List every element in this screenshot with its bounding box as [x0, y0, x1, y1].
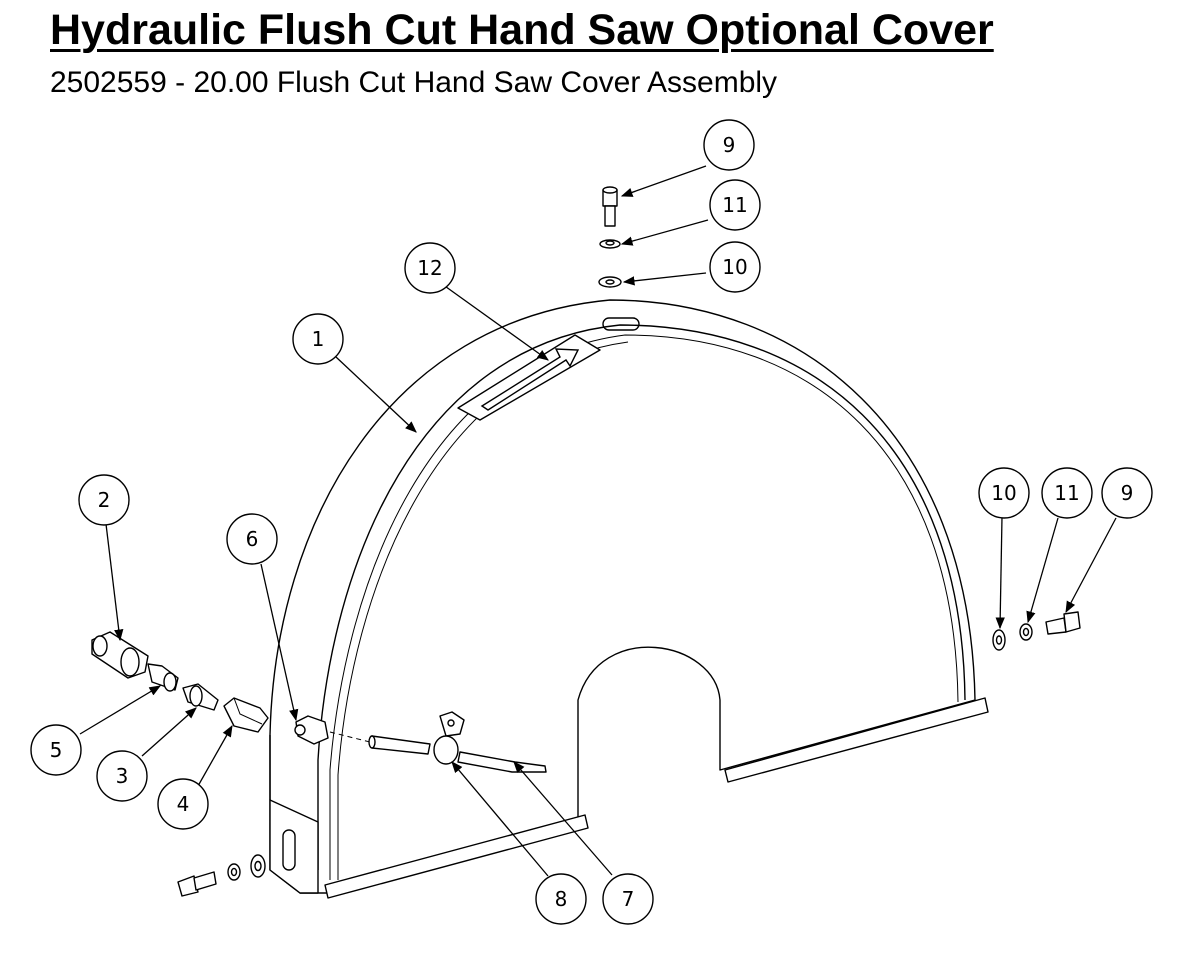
svg-text:6: 6: [246, 527, 259, 551]
callout-11-right: 11: [1041, 467, 1093, 519]
coupler-part-2: [91, 631, 149, 679]
assembly-path-line: [329, 731, 371, 743]
adapter-part-3: [182, 683, 219, 711]
washer-bottom-left: [250, 854, 266, 878]
bulkhead-fitting-part-6: [294, 715, 329, 745]
svg-text:12: 12: [417, 256, 442, 280]
svg-text:7: 7: [622, 887, 635, 911]
cap-screw-part-9-right: [1045, 611, 1081, 635]
callout-10-right: 10: [978, 467, 1030, 519]
callout-12: 12: [404, 242, 456, 294]
clamp-part-8: [433, 711, 465, 765]
callout-11-top: 11: [709, 179, 761, 231]
svg-text:1: 1: [312, 327, 325, 351]
washer-part-10-top: [598, 276, 622, 288]
callout-1: 1: [292, 313, 344, 365]
svg-text:3: 3: [116, 764, 129, 788]
svg-text:8: 8: [555, 887, 568, 911]
svg-text:5: 5: [50, 738, 63, 762]
lock-washer-bottom-left: [227, 863, 241, 881]
callout-9-right: 9: [1101, 467, 1153, 519]
svg-text:11: 11: [722, 193, 747, 217]
callout-7: 7: [602, 873, 654, 925]
page-title: Hydraulic Flush Cut Hand Saw Optional Co…: [50, 6, 994, 54]
assembly-subtitle: 2502559 - 20.00 Flush Cut Hand Saw Cover…: [50, 66, 778, 99]
callout-2: 2: [78, 474, 130, 526]
svg-text:10: 10: [991, 481, 1016, 505]
callout-10-top: 10: [709, 241, 761, 293]
callout-4: 4: [157, 778, 209, 830]
svg-text:10: 10: [722, 255, 747, 279]
hex-nut-part-4: [223, 697, 269, 733]
svg-text:11: 11: [1054, 481, 1079, 505]
lock-washer-part-11-right: [1019, 623, 1033, 641]
svg-text:4: 4: [177, 792, 190, 816]
svg-text:9: 9: [1121, 481, 1134, 505]
callout-6: 6: [226, 513, 278, 565]
washer-part-10-right: [992, 629, 1006, 651]
callout-3: 3: [96, 750, 148, 802]
svg-text:9: 9: [723, 133, 736, 157]
svg-text:2: 2: [98, 488, 111, 512]
callout-8: 8: [535, 873, 587, 925]
cap-screw-part-9-top: [602, 186, 618, 227]
cap-screw-bottom-left: [177, 871, 217, 897]
callout-9-top: 9: [703, 119, 755, 171]
saw-cover-part: [269, 299, 989, 899]
callout-5: 5: [30, 724, 82, 776]
nipple-part-5: [147, 663, 179, 692]
leader-lines: [79, 165, 1117, 877]
lock-washer-part-11-top: [599, 239, 621, 249]
